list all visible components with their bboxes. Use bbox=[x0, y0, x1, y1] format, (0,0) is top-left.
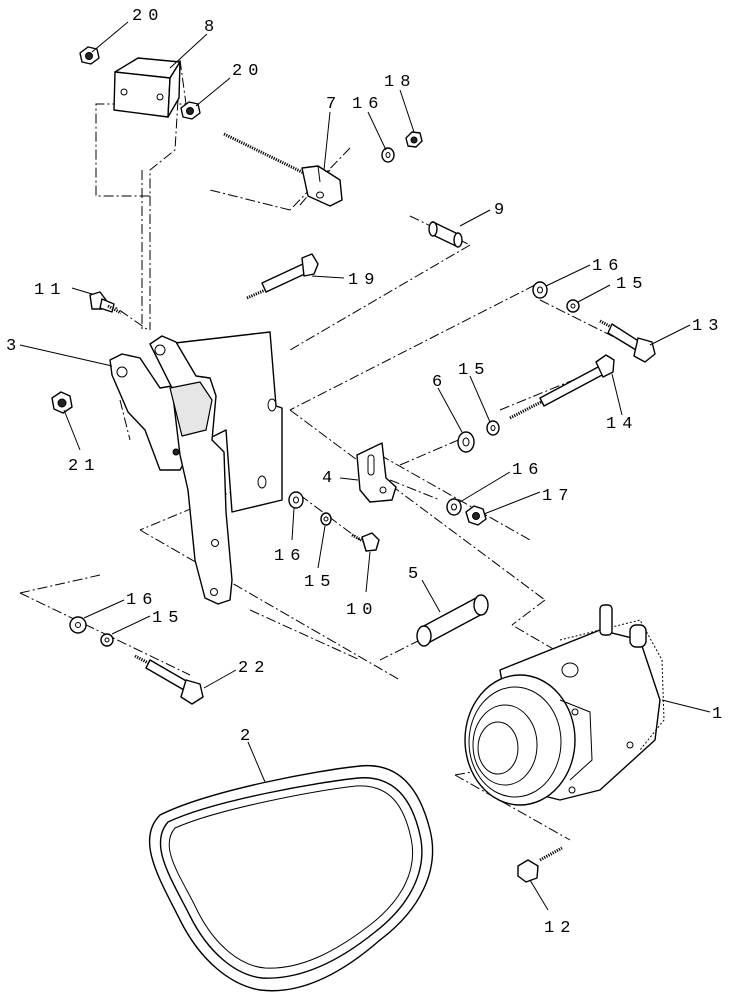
callout-15-center: 15 bbox=[304, 573, 336, 592]
callout-16-lower-right: 16 bbox=[512, 461, 544, 480]
callout-12: 12 bbox=[544, 919, 576, 938]
part-18-nut bbox=[405, 131, 423, 148]
part-16-washer-right bbox=[532, 281, 548, 299]
part-16-washer-lower-right bbox=[446, 498, 462, 516]
part-15-lockwasher-center bbox=[320, 512, 332, 526]
callout-10: 10 bbox=[346, 601, 378, 620]
part-20-nut-top bbox=[79, 46, 100, 65]
callout-8: 8 bbox=[204, 18, 220, 37]
callout-5: 5 bbox=[408, 565, 424, 584]
callout-labels: 20 8 20 18 16 7 9 19 11 16 15 3 13 15 6 … bbox=[6, 7, 728, 938]
callout-16-right: 16 bbox=[592, 257, 624, 276]
callout-2: 2 bbox=[240, 727, 256, 746]
callout-16-center: 16 bbox=[274, 547, 306, 566]
part-12-bolt bbox=[517, 846, 563, 883]
part-10-bolt bbox=[351, 532, 380, 552]
callout-14: 14 bbox=[606, 415, 638, 434]
callout-17: 17 bbox=[542, 487, 574, 506]
part-19-bolt bbox=[246, 253, 319, 300]
callout-16-lower-left: 16 bbox=[126, 591, 158, 610]
part-13-bolt bbox=[599, 319, 656, 363]
part-21-nut bbox=[51, 391, 73, 414]
part-17-nut bbox=[465, 505, 487, 526]
callout-7: 7 bbox=[326, 95, 342, 114]
callout-15-mid: 15 bbox=[458, 361, 490, 380]
part-8-block bbox=[113, 57, 181, 118]
callout-1: 1 bbox=[712, 705, 728, 724]
callout-9: 9 bbox=[494, 201, 510, 220]
callout-21: 21 bbox=[68, 457, 100, 476]
part-20-nut-right bbox=[180, 101, 201, 120]
callout-15-lower-left: 15 bbox=[152, 609, 184, 628]
callout-16-upper: 16 bbox=[352, 95, 384, 114]
part-2-drive-belt bbox=[148, 764, 434, 992]
callout-20-top: 20 bbox=[132, 7, 164, 26]
part-16-washer-lower-left bbox=[69, 616, 87, 634]
part-16-washer-center bbox=[288, 491, 304, 509]
part-15-lockwasher-right bbox=[566, 299, 580, 313]
part-15-lockwasher-mid bbox=[486, 420, 500, 436]
callout-3: 3 bbox=[6, 337, 22, 356]
part-3-bracket bbox=[109, 335, 233, 605]
part-11-bolt bbox=[89, 291, 122, 315]
callout-15-right: 15 bbox=[616, 275, 648, 294]
callout-18: 18 bbox=[384, 73, 416, 92]
callout-19: 19 bbox=[348, 271, 380, 290]
callout-6: 6 bbox=[432, 373, 448, 392]
part-16-washer-upper bbox=[381, 147, 395, 163]
part-5-spacer-tube bbox=[416, 594, 489, 647]
part-7-adjusting-rod bbox=[223, 132, 343, 207]
callout-13: 13 bbox=[692, 317, 724, 336]
callout-22: 22 bbox=[238, 659, 270, 678]
part-6-bushing bbox=[457, 431, 475, 453]
part-4-bracket bbox=[356, 442, 397, 503]
part-22-bolt bbox=[134, 654, 204, 705]
part-9-spacer bbox=[428, 221, 463, 248]
leader-lines bbox=[19, 21, 711, 911]
callout-11: 11 bbox=[34, 281, 66, 300]
part-14-bolt bbox=[509, 354, 615, 420]
part-15-lockwasher-lower-left bbox=[100, 633, 114, 647]
part-1-compressor bbox=[464, 604, 665, 806]
callout-20-right: 20 bbox=[232, 62, 264, 81]
callout-4: 4 bbox=[322, 469, 338, 488]
